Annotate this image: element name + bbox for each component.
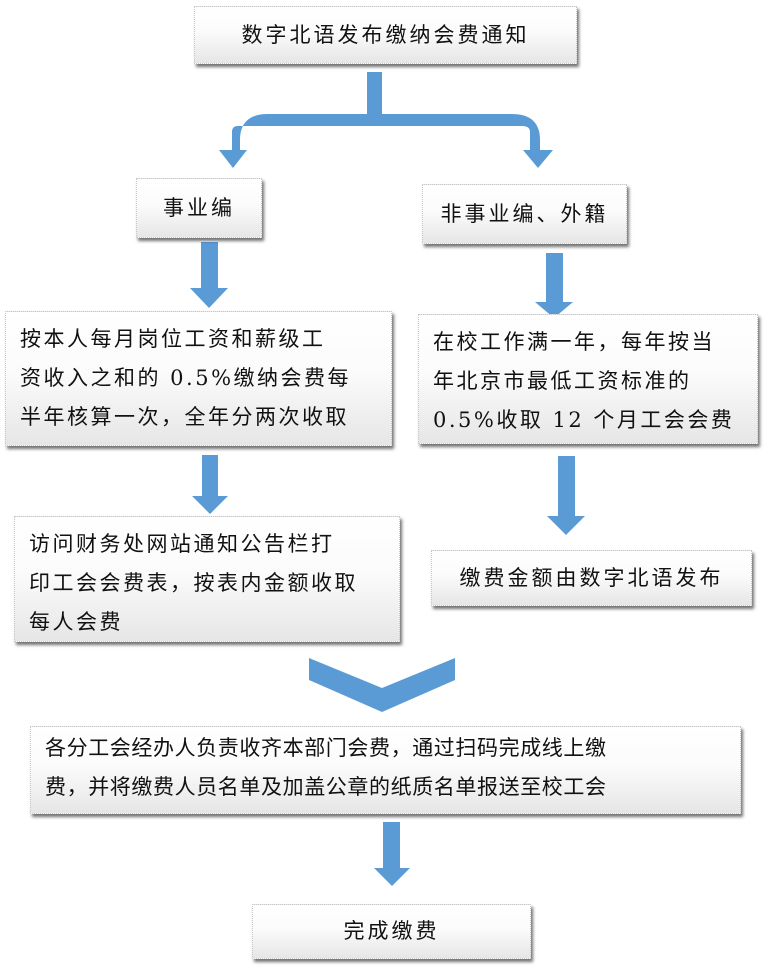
right-rule-node: 在校工作满一年，每年按当 年北京市最低工资标准的 0.5%收取 12 个月工会会… (418, 314, 758, 444)
right-rule-line: 在校工作满一年，每年按当 (433, 330, 715, 354)
end-node-text: 完成缴费 (343, 919, 440, 943)
branch-left-text: 事业编 (163, 195, 235, 220)
branch-left-node: 事业编 (136, 178, 262, 238)
merge-node: 各分工会经办人负责收齐本部门会费，通过扫码完成线上缴 费，并将缴费人员名单及加盖… (30, 726, 741, 814)
right-action-text: 缴费金额由数字北语发布 (459, 565, 724, 590)
start-node: 数字北语发布缴纳会费通知 (194, 6, 577, 64)
left-rule-text: 按本人每月岗位工资和薪级工 资收入之和的 0.5%缴纳会费每 半年核算一次，全年… (20, 320, 351, 437)
right-action-node: 缴费金额由数字北语发布 (431, 550, 752, 606)
left-action-line: 印工会会费表，按表内金额收取 (29, 571, 358, 595)
right-rule-line: 年北京市最低工资标准的 (433, 369, 692, 393)
arrow-right-2 (547, 456, 585, 535)
left-rule-line: 资收入之和的 0.5%缴纳会费每 (20, 366, 352, 390)
branch-right-text: 非事业编、外籍 (440, 201, 609, 226)
start-node-text: 数字北语发布缴纳会费通知 (241, 22, 530, 47)
merge-chevron (309, 658, 455, 712)
left-rule-line: 半年核算一次，全年分两次收取 (20, 405, 349, 429)
merge-text: 各分工会经办人负责收齐本部门会费，通过扫码完成线上缴 费，并将缴费人员名单及加盖… (45, 729, 607, 807)
split-arrow (219, 72, 553, 168)
left-action-node: 访问财务处网站通知公告栏打 印工会会费表，按表内金额收取 每人会费 (14, 516, 400, 642)
merge-line: 各分工会经办人负责收齐本部门会费，通过扫码完成线上缴 (45, 736, 607, 760)
left-action-text: 访问财务处网站通知公告栏打 印工会会费表，按表内金额收取 每人会费 (29, 525, 358, 642)
right-rule-line: 0.5%收取 12 个月工会会费 (433, 408, 735, 432)
left-rule-node: 按本人每月岗位工资和薪级工 资收入之和的 0.5%缴纳会费每 半年核算一次，全年… (5, 311, 392, 446)
left-rule-line: 按本人每月岗位工资和薪级工 (20, 327, 326, 351)
left-action-line: 访问财务处网站通知公告栏打 (29, 532, 335, 556)
arrow-right-1 (535, 253, 573, 318)
left-action-line: 每人会费 (29, 610, 123, 634)
right-rule-text: 在校工作满一年，每年按当 年北京市最低工资标准的 0.5%收取 12 个月工会会… (433, 323, 734, 440)
arrow-left-1 (190, 242, 228, 308)
merge-line: 费，并将缴费人员名单及加盖公章的纸质名单报送至校工会 (45, 775, 607, 799)
arrow-final (374, 822, 410, 886)
arrow-left-2 (192, 455, 228, 514)
end-node: 完成缴费 (252, 904, 531, 959)
branch-right-node: 非事业编、外籍 (422, 184, 627, 244)
